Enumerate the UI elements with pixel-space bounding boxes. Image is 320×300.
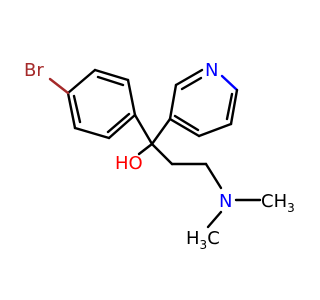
bond <box>174 68 204 87</box>
bond <box>204 162 223 190</box>
amine-nitrogen-label: N <box>219 191 232 212</box>
bond <box>150 117 172 146</box>
double-bond <box>173 114 200 132</box>
hydroxyl-label: HO <box>115 153 143 174</box>
bond <box>126 78 137 117</box>
c-o-bond <box>137 142 154 156</box>
double-bond <box>72 94 82 124</box>
bond <box>220 74 239 92</box>
pyridine-ring <box>168 68 239 138</box>
double-bond <box>96 75 125 87</box>
bond <box>107 113 137 140</box>
double-bond <box>180 76 203 91</box>
bond <box>168 117 201 138</box>
methyl-left-label: H3C <box>186 228 220 252</box>
double-bond <box>225 92 234 121</box>
c-br-bond <box>48 77 70 95</box>
bond <box>150 142 174 166</box>
molecule-structure: Br N HO N CH3 H3C <box>24 60 295 252</box>
bond <box>66 68 97 95</box>
methyl-right-label: CH3 <box>261 191 295 215</box>
bond <box>168 83 178 121</box>
bromine-label: Br <box>24 60 44 81</box>
bond <box>73 126 111 140</box>
pyridine-nitrogen-label: N <box>205 60 218 81</box>
bond <box>66 91 77 130</box>
bond <box>93 68 130 82</box>
n-methyl-bond <box>206 210 223 229</box>
bond <box>229 88 239 126</box>
bond <box>197 122 233 138</box>
bromophenyl-ring <box>66 68 137 140</box>
double-bond <box>106 112 131 134</box>
bond <box>133 113 154 146</box>
